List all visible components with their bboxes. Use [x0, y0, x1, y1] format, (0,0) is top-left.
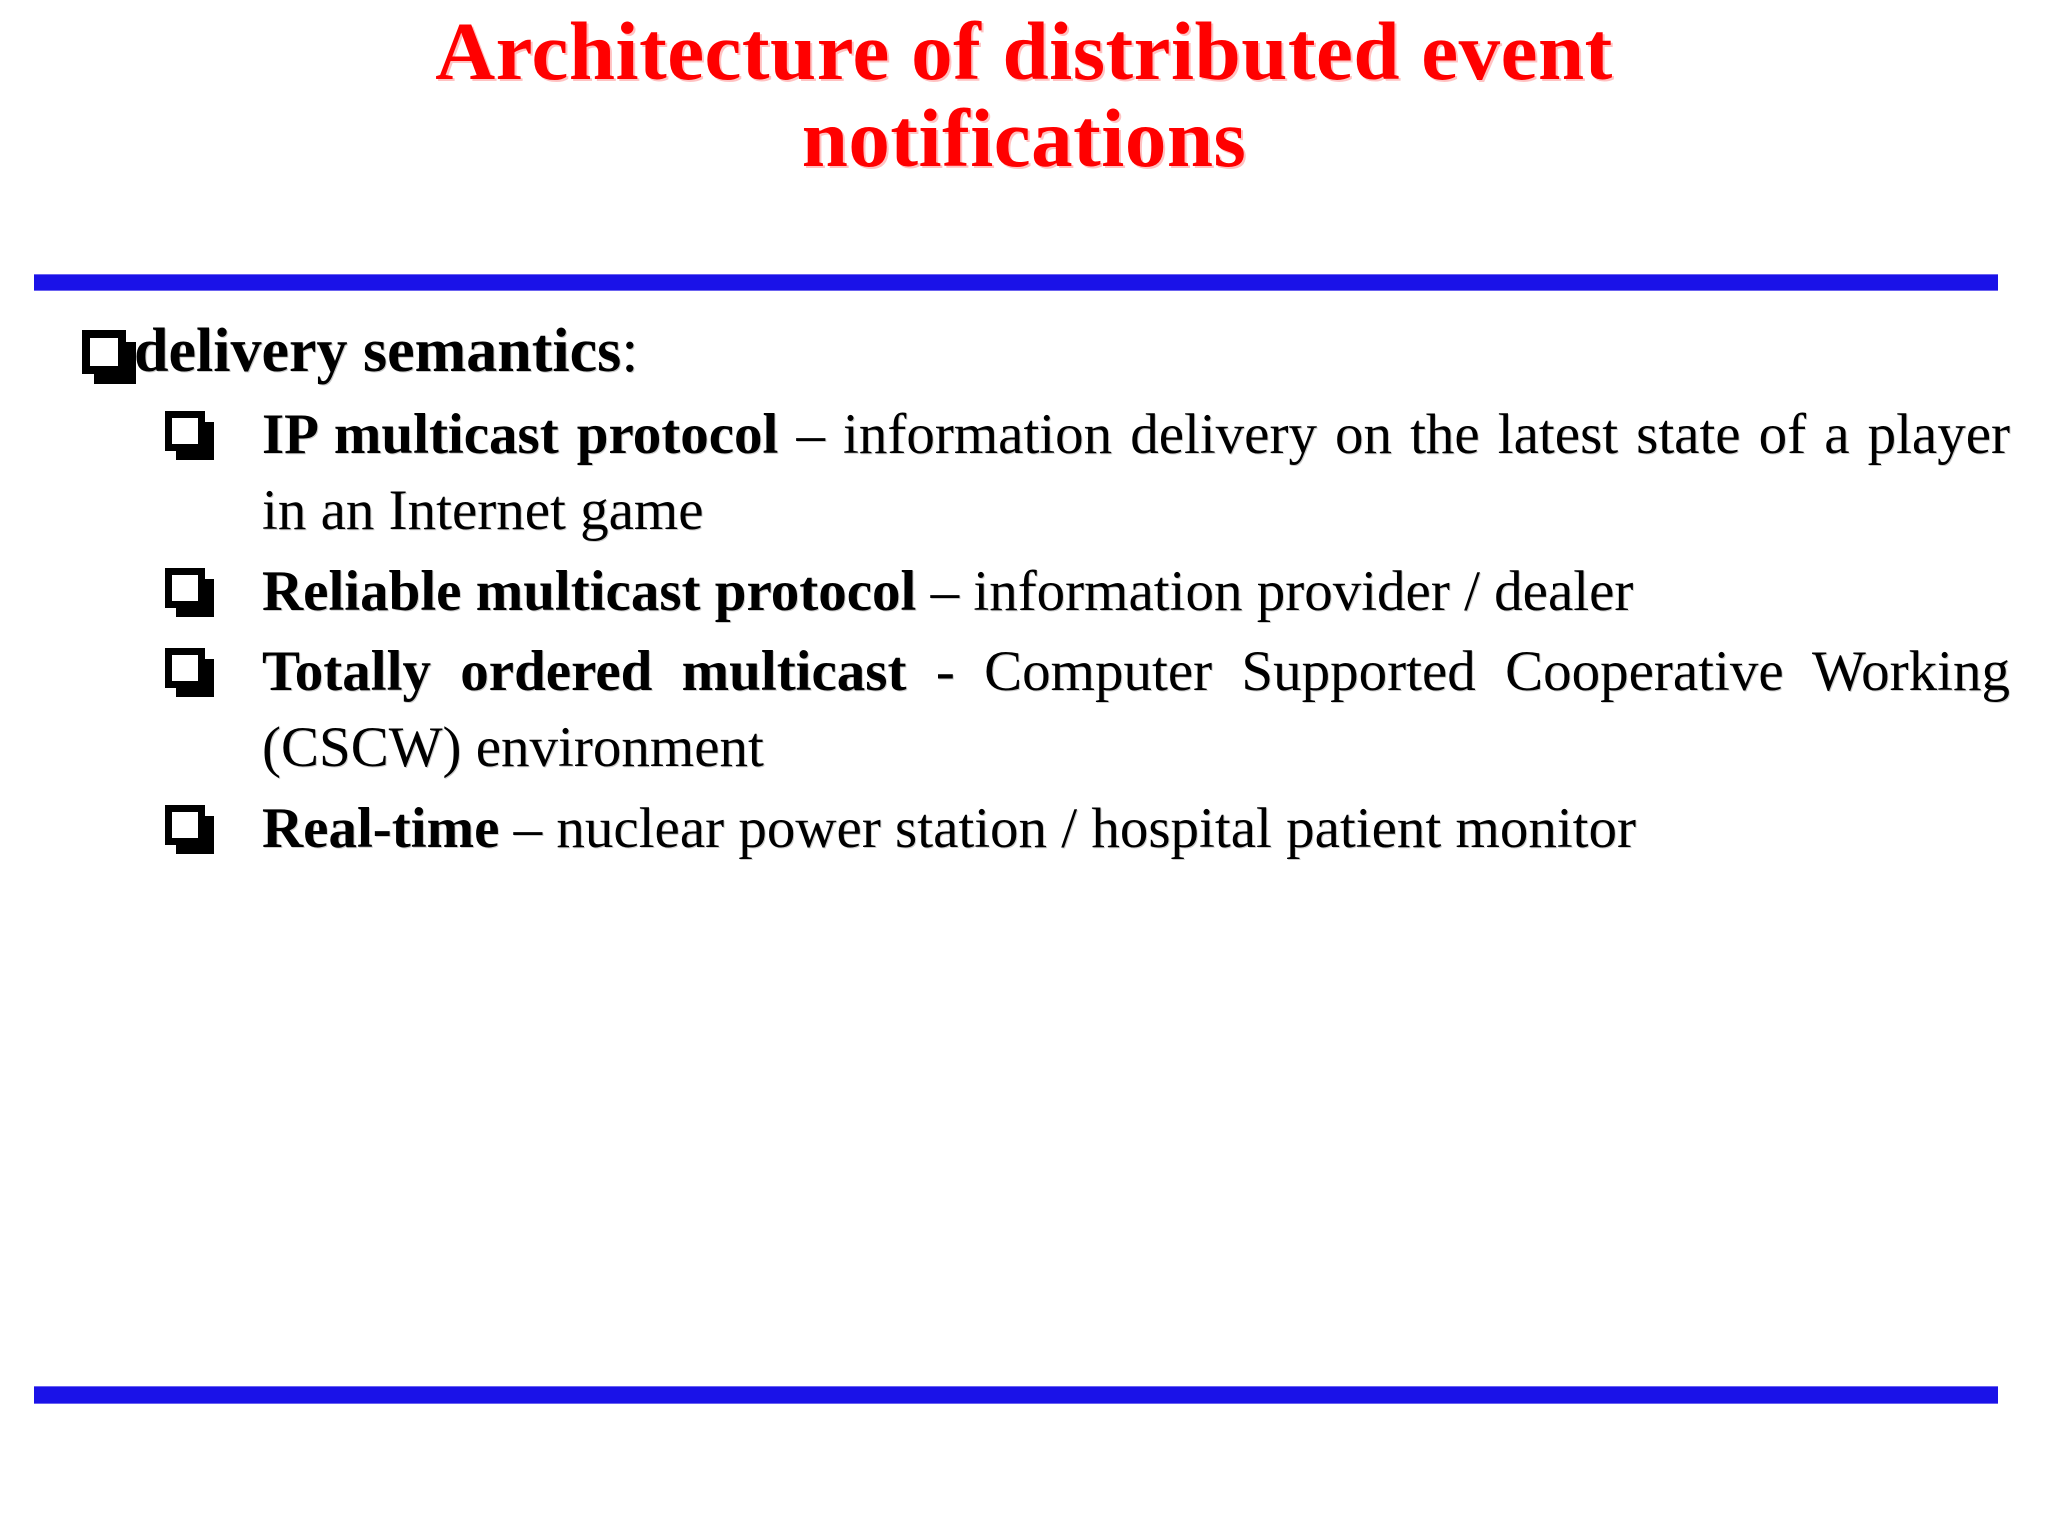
- list-item: IP multicast protocol – information deli…: [0, 397, 2048, 550]
- hollow-square-bullet-icon: [82, 330, 126, 374]
- list-item-lead: Real-time: [262, 796, 500, 860]
- title-divider-rule-top: [34, 274, 1998, 291]
- list-item: Reliable multicast protocol – informatio…: [0, 554, 2048, 630]
- bullet-level1-delivery-semantics: delivery semantics:: [0, 318, 2048, 385]
- list-item-lead: Reliable multicast protocol: [262, 559, 917, 623]
- hollow-square-bullet-icon: [165, 567, 205, 608]
- slide-title-line-1: Architecture of distributed event: [435, 5, 1613, 97]
- slide-body: delivery semantics: IP multicast protoco…: [0, 318, 2048, 871]
- list-item-lead: Totally ordered multicast: [262, 640, 907, 704]
- hollow-square-bullet-icon: [165, 804, 205, 845]
- footer-divider-rule-bottom: [34, 1386, 1998, 1404]
- list-item-rest: – information delivery on the latest sta…: [262, 402, 2011, 543]
- hollow-square-bullet-icon: [165, 648, 205, 689]
- list-item-rest: - Computer Supported Cooperative Working…: [262, 640, 2011, 780]
- list-item: Real-time – nuclear power station / hosp…: [0, 791, 2048, 867]
- slide-title: Architecture of distributed event notifi…: [150, 5, 1898, 185]
- hollow-square-bullet-icon: [165, 410, 205, 451]
- bullet-level1-label: delivery semantics: [134, 317, 622, 385]
- bullet-level1-tail: :: [621, 317, 639, 385]
- list-item-rest: – nuclear power station / hospital patie…: [499, 796, 1636, 860]
- list-item: Totally ordered multicast - Computer Sup…: [0, 634, 2048, 787]
- slide-title-line-2: notifications: [801, 92, 1247, 185]
- list-item-lead: IP multicast protocol: [262, 402, 779, 466]
- list-item-rest: – information provider / dealer: [916, 559, 1634, 623]
- bullet-level2-list: IP multicast protocol – information deli…: [0, 397, 2048, 867]
